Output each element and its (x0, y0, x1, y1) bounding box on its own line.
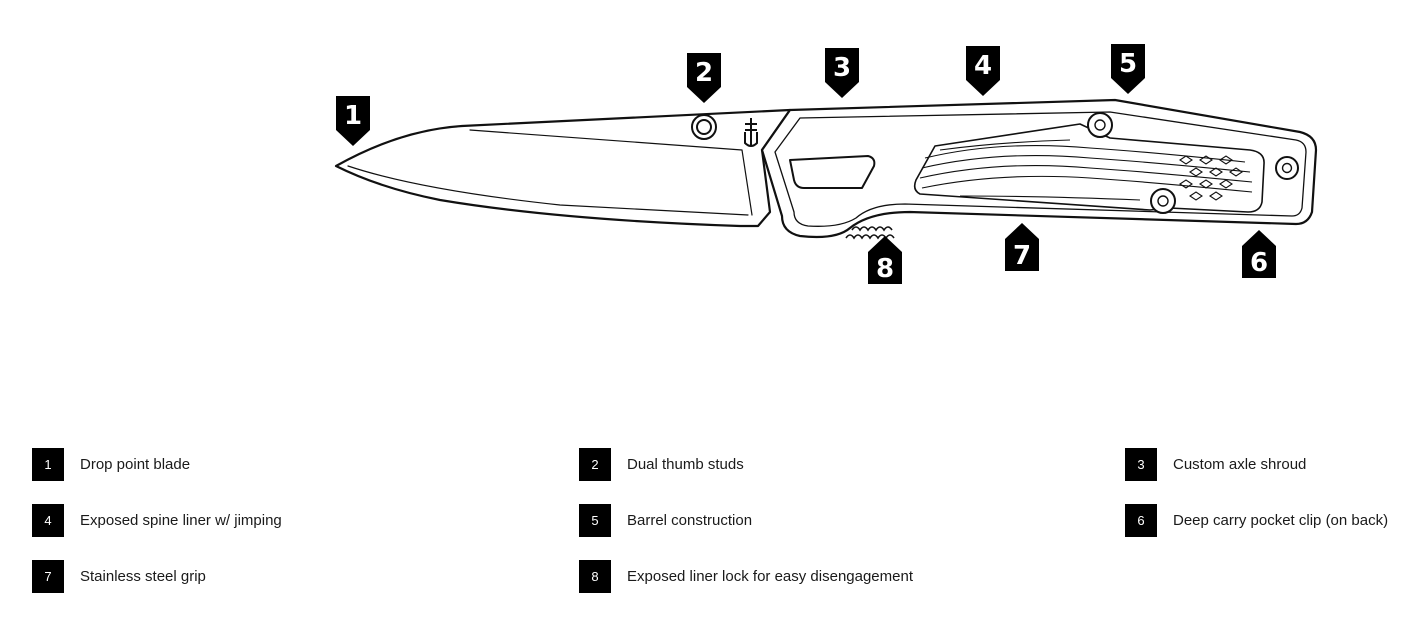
knife-diagram: 1 2 3 4 5 6 7 8 (334, 44, 1318, 284)
feature-number-badge: 4 (32, 504, 64, 537)
feature-item-7: 7 Stainless steel grip (32, 560, 206, 593)
callout-5: 5 (1111, 44, 1145, 94)
callout-1-number: 1 (344, 101, 362, 131)
callout-6-number: 6 (1250, 248, 1268, 278)
feature-number-badge: 5 (579, 504, 611, 537)
callout-7-number: 7 (1013, 241, 1031, 271)
feature-item-5: 5 Barrel construction (579, 504, 752, 537)
jimping (845, 226, 895, 240)
feature-label: Drop point blade (80, 456, 191, 473)
callout-5-number: 5 (1119, 49, 1137, 79)
feature-label: Exposed liner lock for easy disengagemen… (627, 568, 913, 585)
handle (760, 98, 1318, 239)
blade (334, 108, 792, 228)
feature-label: Exposed spine liner w/ jimping (80, 512, 282, 529)
feature-item-1: 1 Drop point blade (32, 448, 190, 481)
feature-label: Barrel construction (627, 512, 753, 529)
feature-number-badge: 6 (1125, 504, 1157, 537)
feature-number-badge: 7 (32, 560, 64, 593)
feature-label: Stainless steel grip (80, 568, 206, 585)
screws (1087, 112, 1299, 214)
feature-label: Dual thumb studs (627, 456, 744, 473)
callout-8-number: 8 (876, 254, 894, 284)
feature-item-6: 6 Deep carry pocket clip (on back) (1125, 504, 1388, 537)
callout-6: 6 (1242, 230, 1276, 278)
callout-2: 2 (687, 53, 721, 103)
callout-8: 8 (868, 236, 902, 284)
feature-item-2: 2 Dual thumb studs (579, 448, 744, 481)
feature-item-8: 8 Exposed liner lock for easy disengagem… (579, 560, 913, 593)
feature-number-badge: 8 (579, 560, 611, 593)
feature-label: Custom axle shroud (1173, 456, 1307, 473)
callout-3-number: 3 (833, 53, 851, 83)
gerber-logo-icon (744, 118, 758, 147)
callout-7: 7 (1005, 223, 1039, 271)
feature-number-badge: 2 (579, 448, 611, 481)
grip-texture (919, 139, 1253, 201)
feature-number-badge: 3 (1125, 448, 1157, 481)
thumb-stud (691, 114, 717, 140)
feature-number-badge: 1 (32, 448, 64, 481)
callout-4: 4 (966, 46, 1000, 96)
feature-item-3: 3 Custom axle shroud (1125, 448, 1306, 481)
callout-4-number: 4 (974, 51, 992, 81)
callout-1: 1 (336, 96, 370, 146)
feature-item-4: 4 Exposed spine liner w/ jimping (32, 504, 282, 537)
callout-3: 3 (825, 48, 859, 98)
feature-label: Deep carry pocket clip (on back) (1173, 512, 1389, 529)
callout-2-number: 2 (695, 58, 713, 88)
